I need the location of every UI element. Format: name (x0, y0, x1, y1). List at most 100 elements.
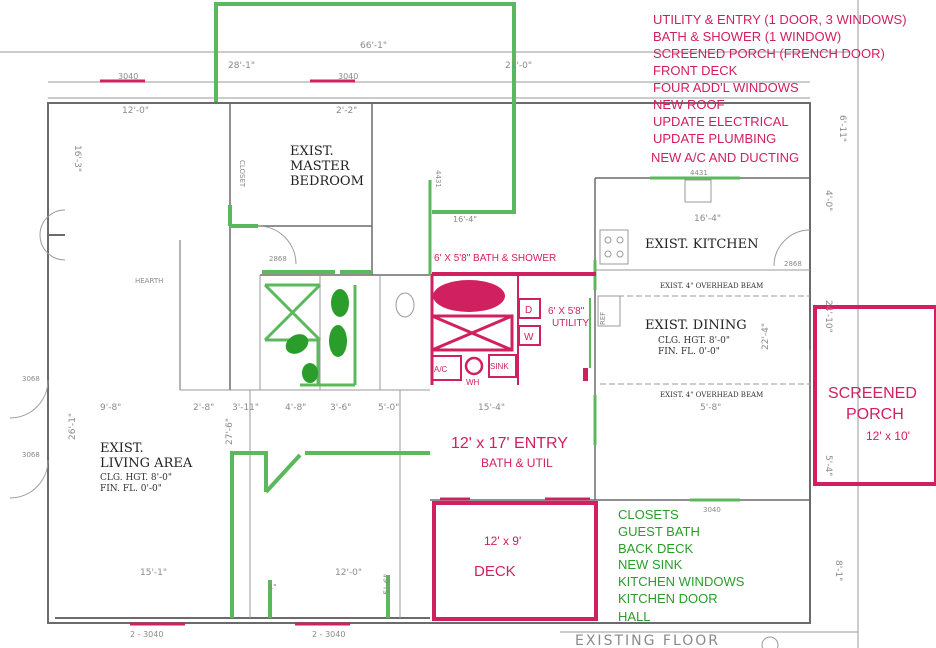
green-fixture-3 (285, 334, 309, 354)
scope-item-7: UPDATE ELECTRICAL (653, 114, 789, 129)
dim-9-8: 9'-8" (100, 403, 121, 413)
dim-4-0: 4'-0" (823, 190, 833, 211)
scope-item-2: BATH & SHOWER (1 WINDOW) (653, 29, 841, 44)
dim-3068-a: 3068 (22, 375, 40, 383)
scope-list-green: CLOSETS GUEST BATH BACK DECK NEW SINK KI… (618, 507, 745, 624)
dim-3040-a: 3040 (118, 72, 138, 81)
porch-label-line1: SCREENED (828, 385, 917, 402)
sink-box (488, 354, 517, 378)
dryer-box (518, 298, 541, 319)
porch-outline (813, 305, 936, 486)
closet-label: CLOSET (238, 160, 246, 188)
dim-3-6: 3'-6" (330, 403, 351, 413)
dim-3040-b: 3040 (338, 72, 358, 81)
porch-size-label: 12' x 10' (866, 429, 910, 443)
dryer-label: D (525, 305, 532, 316)
dim-12-0-b: 12'-0" (335, 568, 362, 578)
green-item-3: BACK DECK (618, 541, 693, 556)
green-fixture-4 (302, 363, 318, 383)
dining-finish-floor: FIN. FL. 0'-0" (658, 347, 720, 357)
green-item-2: GUEST BATH (618, 524, 700, 539)
dim-16-4: 16'-4" (453, 215, 477, 224)
sink-label: SINK (490, 362, 509, 371)
dim-4431-b: 4431 (690, 169, 708, 177)
water-heater-label: WH (466, 378, 480, 387)
dim-27-6: 27'-6" (225, 418, 235, 445)
green-item-4: NEW SINK (618, 557, 683, 572)
dim-5-8: 5'-8" (700, 403, 721, 413)
dim-16-3: 16'-3" (72, 145, 82, 172)
living-ceiling-height: CLG. HGT. 8'-0" (100, 473, 172, 483)
scope-item-4: FRONT DECK (653, 63, 738, 78)
dim-5-0: 5'-0" (378, 403, 399, 413)
scope-item-8: UPDATE PLUMBING (653, 131, 776, 146)
dim-12-0: 12'-0" (122, 106, 149, 116)
deck-outline (432, 501, 598, 621)
master-bedroom-line1: EXIST. (290, 144, 334, 159)
dim-8-1: 8'-1" (833, 560, 843, 581)
dim-3068-b: 3068 (22, 451, 40, 459)
living-finish-floor: FIN. FL. 0'-0" (100, 484, 162, 494)
dim-2868-a: 2868 (269, 255, 287, 263)
green-fixture-2 (329, 325, 347, 357)
washer-label: W (524, 332, 534, 343)
overhead-beam-1: EXIST. 4" OVERHEAD BEAM (660, 282, 763, 290)
dim-2868-b: 2868 (784, 260, 802, 268)
dim-3-11: 3'-11" (232, 403, 259, 413)
dining-label: EXIST. DINING (645, 318, 747, 333)
dim-4in: 4" (268, 583, 277, 592)
master-bedroom-line2: MASTER (290, 159, 351, 174)
dining-ceiling-height: CLG. HGT. 8'-0" (658, 336, 730, 346)
scope-item-1: UTILITY & ENTRY (1 DOOR, 3 WINDOWS) (653, 12, 907, 27)
green-scope-lines (214, 2, 740, 618)
kitchen-label: EXIST. KITCHEN (645, 237, 758, 252)
master-bedroom-line3: BEDROOM (290, 174, 364, 189)
dim-5-4: 5'-4" (823, 455, 833, 476)
overhead-beam-2: EXIST. 4" OVERHEAD BEAM (660, 391, 763, 399)
scope-item-9: NEW A/C AND DUCTING (651, 150, 799, 165)
dimensions: 66'-1" 28'-1" 21'-0" 3040 3040 12'-0" 2'… (22, 41, 847, 639)
utility-label-line2: UTILITY (552, 318, 590, 329)
dim-26-1: 26'-1" (68, 413, 78, 440)
living-area-line2: LIVING AREA (100, 456, 193, 471)
dim-2-3040-a: 2 - 3040 (130, 630, 163, 639)
ac-box (431, 355, 462, 381)
dim-4-8: 4'-8" (285, 403, 306, 413)
dim-6-11: 6'-11" (837, 115, 847, 142)
room-labels: EXIST. MASTER BEDROOM EXIST. KITCHEN EXI… (100, 144, 763, 494)
magenta-additions (430, 272, 936, 621)
dim-22-4: 22'-4" (761, 323, 771, 350)
dim-4431-a: 4431 (434, 170, 442, 188)
dim-2-3040-b: 2 - 3040 (312, 630, 345, 639)
addition-labels: 6' X 5'8" BATH & SHOWER 6' X 5'8" UTILIT… (434, 253, 917, 580)
bath-shower-label: 6' X 5'8" BATH & SHOWER (434, 253, 556, 264)
green-item-1: CLOSETS (618, 507, 679, 522)
green-item-6: KITCHEN DOOR (618, 591, 718, 606)
dim-16-4-b: 16'-4" (694, 214, 721, 224)
entry-sub-label: BATH & UTIL (481, 456, 553, 470)
dim-overall: 66'-1" (360, 41, 387, 51)
hearth-label: HEARTH (135, 277, 163, 285)
drawing-title: EXISTING FLOOR (575, 633, 720, 648)
tub-fixture (433, 280, 505, 312)
dim-15-1: 15'-1" (140, 568, 167, 578)
ref-label: REF (599, 312, 607, 325)
green-fixture-1 (331, 289, 349, 317)
dim-2-8: 2'-8" (193, 403, 214, 413)
deck-size-label: 12' x 9' (484, 534, 521, 548)
ac-label: A/C (434, 365, 448, 374)
existing-walls (0, 0, 859, 648)
washer-box (518, 325, 541, 346)
dim-24-10: 24'-10" (823, 300, 833, 333)
scope-list-magenta: UTILITY & ENTRY (1 DOOR, 3 WINDOWS) BATH… (651, 12, 907, 165)
deck-label: DECK (474, 563, 516, 580)
dim-21-0: 21'-0" (505, 61, 532, 71)
dim-15-4: 15'-4" (478, 403, 505, 413)
dim-28-1: 28'-1" (228, 61, 255, 71)
water-heater-circle (464, 356, 484, 376)
dim-3040-c: 3040 (703, 506, 721, 514)
entry-label: 12' x 17' ENTRY (451, 435, 568, 452)
dim-5-6: 5'-6" (383, 574, 393, 595)
scope-item-5: FOUR ADD'L WINDOWS (653, 80, 799, 95)
